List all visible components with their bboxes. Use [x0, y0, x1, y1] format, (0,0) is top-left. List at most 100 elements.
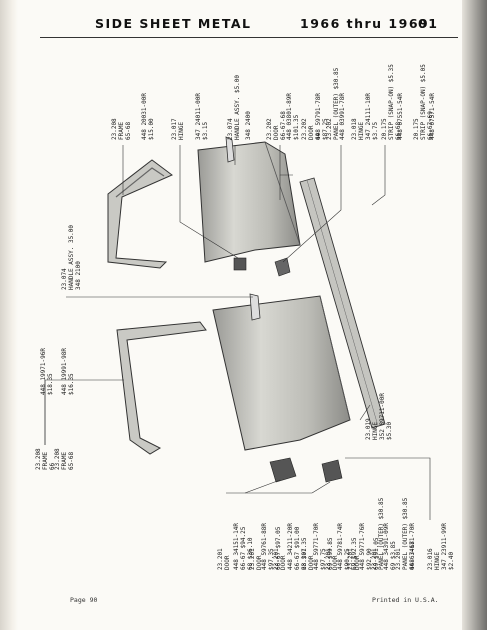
callout-label-l16: 448 07551-54R: [397, 93, 404, 140]
callout-line: 448 19971-96R: [40, 348, 47, 395]
callout-line: STRIP (SNAP-ON) $5.35: [388, 64, 395, 140]
callout-line: 23.017: [171, 118, 178, 140]
callout-line: 68 $36.10: [247, 537, 254, 570]
callout-line: 448 59771-76R: [359, 523, 366, 570]
callout-line: 23.202: [326, 118, 333, 140]
upper-window-frame: [107, 159, 173, 269]
callout-line: 68 $97.35: [301, 537, 308, 570]
callout-line: HINGE: [358, 122, 365, 140]
binder-edge: [0, 0, 18, 630]
callout-line: $16.35: [68, 373, 75, 395]
callout-line: 448 59771-70R: [313, 523, 320, 570]
callout-line: 66-67-68: [409, 541, 416, 570]
header-years: 1966 thru 1969: [300, 16, 430, 31]
callout-line: 347 23911-99R: [441, 523, 448, 570]
callout-line: 23.016: [427, 548, 434, 570]
callout-label-l21: 448 19971-96R$18.35: [40, 348, 54, 395]
callout-line: 448 34171-70R: [409, 523, 416, 570]
callout-label-l03: 23.017HINGE: [171, 118, 185, 140]
lower-hinges: [269, 457, 343, 483]
callout-label-l31: 23.201DOOR: [273, 548, 287, 570]
lower-door: [212, 293, 351, 451]
callout-label-l24: 23.208FRAME65-68: [54, 448, 75, 470]
callout-line: $15.00: [148, 118, 155, 140]
callout-line: FRAME: [42, 452, 49, 470]
callout-line: $92.90: [366, 548, 373, 570]
callout-line: DOOR: [273, 125, 280, 140]
callout-line: $3.75: [372, 122, 379, 140]
callout-label-l18: 448 07571-54R: [429, 93, 436, 140]
callout-line: 23.201: [301, 548, 308, 570]
callout-label-l20: 348 2100: [75, 261, 82, 290]
callout-label-l07: 23.202DOOR66-67-68: [266, 111, 287, 140]
callout-label-l37: 23.201DOOR: [347, 548, 361, 570]
callout-label-l10: 448 59791-78R$87.25: [315, 93, 329, 140]
callout-label-l29: 23.201DOOR: [249, 548, 263, 570]
callout-label-l34: 448 59771-70R$97.7569 $99.85: [313, 523, 334, 570]
callout-label-l28: 448 34151-14R66-67 $94.2568 $36.10: [233, 523, 254, 570]
callout-label-l19: 23.074HANDLE ASSY. 35.00: [61, 225, 75, 290]
callout-line: DOOR: [332, 555, 339, 570]
callout-line: DOOR: [280, 555, 287, 570]
callout-line: $101.35: [293, 114, 300, 140]
callout-line: $18.35: [47, 373, 54, 395]
callout-label-l40: 448 34391-09R69 $3.85: [383, 523, 397, 570]
callout-line: 448 34211-20R: [287, 523, 294, 570]
callout-line: 23.201: [371, 548, 378, 570]
callout-label-l42: 448 34171-70R: [409, 523, 416, 570]
footer-printed: Printed in U.S.A.: [372, 596, 439, 604]
callout-label-l44: 347 23911-99R$2.40: [441, 523, 455, 570]
callout-line: $3.15: [202, 122, 209, 140]
leader-lines: [44, 145, 431, 520]
callout-line: 66-68: [395, 122, 402, 140]
callout-line: PANEL (OUTER) $30.85: [402, 497, 409, 570]
callout-line: 23.201: [347, 548, 354, 570]
callout-label-l22: 448 19991-98R$16.35: [61, 348, 75, 395]
callout-line: 69 $99.85: [327, 537, 334, 570]
callout-line: 347 24111-10R: [365, 93, 372, 140]
header-title: SIDE SHEET METAL: [95, 16, 252, 31]
callout-line: 448 34151-14R: [233, 523, 240, 570]
callout-line: $97.35: [268, 548, 275, 570]
callout-label-l33: 23.201DOOR: [301, 548, 315, 570]
callout-line: 66-67 $91.00: [294, 526, 301, 570]
callout-label-l08: 448 03801-89R$101.35: [286, 93, 300, 140]
callout-line: 66-67 $97.05: [275, 526, 282, 570]
header-section: 01: [418, 16, 439, 31]
callout-line: 448 07571-54R: [429, 93, 436, 140]
callout-label-l15: 20.175STRIP (SNAP-ON) $5.3566-68: [381, 64, 402, 140]
callout-line: 448 59791-78R: [315, 93, 322, 140]
callout-line: 66-67 $94.25: [240, 526, 247, 570]
callout-line: 448 59761-88R: [261, 523, 268, 570]
callout-line: 66-67-68: [280, 111, 287, 140]
page-header: SIDE SHEET METAL 1966 thru 1969 01: [95, 16, 455, 34]
callout-line: HINGE: [178, 122, 185, 140]
callout-line: 69: [315, 132, 322, 140]
callout-line: 347 24011-00R: [195, 93, 202, 140]
callout-line: PANEL (OUTER) $30.85: [378, 497, 385, 570]
callout-line: STRIP (SNAP-ON) $5.05: [420, 64, 427, 140]
callout-line: 23.074: [61, 268, 68, 290]
callout-line: 20.175: [381, 118, 388, 140]
callout-label-l01: 23.208FRAME65-68: [111, 118, 132, 140]
callout-line: PANEL (OUTER) $30.85: [333, 67, 340, 140]
callout-line: 65-68: [68, 452, 75, 470]
lower-window-frame: [116, 321, 207, 455]
callout-label-l32: 448 34211-20R66-67 $91.0068 $97.35: [287, 523, 308, 570]
callout-line: 23.208: [35, 448, 42, 470]
callout-line: FRAME: [118, 122, 125, 140]
callout-label-l36: 448 59781-74R$90.2569 $92.35: [337, 523, 358, 570]
callout-line: $97.75: [320, 548, 327, 570]
callout-line: 23.201: [217, 548, 224, 570]
callout-label-l13: 23.018HINGE: [351, 118, 365, 140]
callout-label-l25: 23.019HINGE: [365, 418, 379, 440]
callout-label-l14: 347 24111-10R$3.75: [365, 93, 379, 140]
callout-line: 23.201: [273, 548, 280, 570]
callout-line: 23.201: [395, 548, 402, 570]
callout-line: 448 07551-54R: [397, 93, 404, 140]
callout-line: 23.018: [351, 118, 358, 140]
callout-line: $5.30: [386, 422, 393, 440]
